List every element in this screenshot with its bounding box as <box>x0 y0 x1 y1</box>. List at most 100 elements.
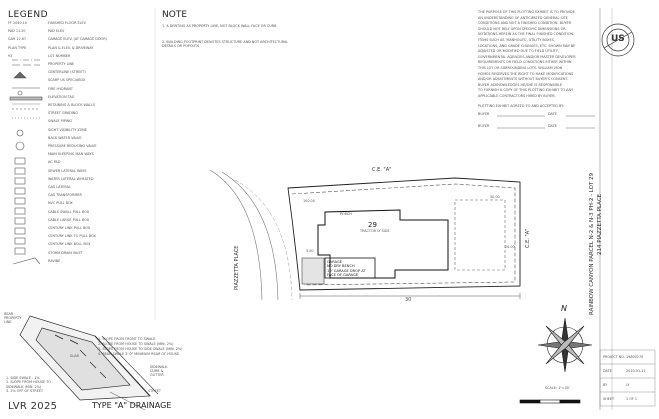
legend-desc: AC PAD <box>48 160 61 165</box>
dim-bottom: 30 <box>405 297 412 303</box>
legend-desc: NVC PULL BOX <box>48 201 73 206</box>
dim-b: 50.00 <box>490 195 500 199</box>
legend-desc: SCARP US SPEC/ABOX <box>48 78 86 83</box>
drain-note-4: 4. REAR SWALE 3' 0" MINIMUM REAR OF HOUS… <box>98 352 180 356</box>
date-label-2: DATE <box>548 124 557 128</box>
disclaimer-line: AN UNDERSTANDING OF ANTICIPATED GENERAL … <box>478 15 568 20</box>
dim-c: 20.00 <box>505 245 515 249</box>
easement-right: C.E. "A" <box>525 228 531 248</box>
legend-desc: BACK WATER VALVE <box>48 135 82 140</box>
drain-note-1: 1. SLOPE FROM FRONT TO SWALE <box>98 337 156 341</box>
legend-symbol: GAR 12.67 <box>8 37 27 42</box>
legend-desc: SEWER LATERAL WAYS <box>48 168 87 173</box>
tb-sheet-label: SHEET <box>603 397 615 401</box>
drain-slab-label: SLAB <box>70 354 79 358</box>
legend-desc: GAS TRANSFORMER <box>48 193 82 198</box>
legend-desc: SIGHT VISIBILITY ZONE <box>48 127 88 132</box>
drain-note-3: 3. SLOPE FROM HOUSE TO SIDE SWALE (MIN. … <box>98 347 183 351</box>
drain-note-2: 2. SLOPE FROM HOUSE TO SWALE (MIN. 2%) <box>98 342 174 346</box>
signature-heading: PLOTTING EXHIBIT AGREED TO AND ACCEPTED … <box>478 104 564 108</box>
drainage-detail <box>19 315 159 411</box>
legend-desc: CENTURY LINK BOLL BOX <box>48 242 91 247</box>
legend-desc: MAIN SLEEPING MAN WAYS <box>48 152 94 157</box>
legend-desc: GAS LATERAL <box>48 185 71 189</box>
buyer-label-2: BUYER <box>478 124 490 128</box>
drainage-title: TYPE "A" DRAINAGE <box>92 401 172 410</box>
legend-desc: GARAGE ELEV. (AT GARAGE DOOR) <box>48 37 107 42</box>
site-plan <box>209 169 521 301</box>
disclaimer-line: REQUIREMENTS OR FIELD CONDITIONS EITHER … <box>478 60 572 65</box>
scale-label: SCALE: 1"=30' <box>545 386 570 390</box>
disclaimer-line: BUYER ACKNOWLEDGES HE/SHE IS RESPONSIBLE <box>478 82 562 87</box>
note-item-2: 2. BUILDING FOOTPRINT DENOTES STRUCTURE … <box>162 40 289 49</box>
legend-symbol: PAD 11.20 <box>8 29 26 34</box>
disclaimer-line: AND/OR ADJUSTMENTS WITHOUT BUYER'S CONSE… <box>478 77 569 82</box>
legend-desc: CABLE LARGE PULL BOX <box>48 217 90 222</box>
legend-symbol: 93 <box>8 53 13 58</box>
legend-symbols <box>9 59 43 265</box>
legend-desc: RAVINE <box>48 258 61 263</box>
drain-street-label: STREET <box>148 389 161 393</box>
lot-subtitle: TRACTOR LY SIDE <box>360 229 390 233</box>
disclaimer-line: HOMES RESERVES THE RIGHT TO MAKE MODIFIC… <box>478 71 574 76</box>
tb-project-value: 19800270 <box>626 355 644 359</box>
tb-date-value: 2020-01-11 <box>626 369 646 373</box>
dim-d: 5.00 <box>306 249 314 253</box>
scale-bar <box>519 399 581 404</box>
legend-desc: PLAN & ELEV. & DRIVEWAY <box>48 45 94 50</box>
project-address: 214 PIAZZETTA PLACE <box>597 193 603 255</box>
tb-date-label: DATE <box>603 369 612 373</box>
legend-desc: STREET GRADING <box>48 111 78 116</box>
legend-desc: FINISHED FLOOR ELEV <box>48 21 87 25</box>
drain-bottom-notes: 1. SIDE SWALE - 1%2. SLOPE FROM HOUSE TO… <box>6 376 51 393</box>
legend-desc: CABLE SWALL PULL BOX <box>48 209 90 214</box>
tb-by-label: BY <box>603 383 608 387</box>
disclaimer-line: SHOULD NOT RELY UPON SPECIFIC DIMENSIONS… <box>478 26 566 31</box>
note-item-1: 1. A DENTING AS PROPERTY LINE, NOT BLOCK… <box>162 24 277 28</box>
easement-top: C.E. "A" <box>372 167 392 173</box>
legend-desc: RETAINING & BLOCK WALLS <box>48 103 95 107</box>
date-label: DATE <box>548 112 557 116</box>
legend-title: LEGEND <box>8 10 49 20</box>
legend-desc: CENTERLINE (STREET) <box>48 70 86 75</box>
legend-symbol: FF 2040.10 <box>8 21 27 25</box>
legend-desc: PRESSURE REDUCING VALVE <box>48 144 97 148</box>
legend-desc: ELEVATION TAG <box>48 94 75 99</box>
tb-project-label: PROJECT NO. <box>603 355 625 359</box>
note-title: NOTE <box>162 10 188 20</box>
disclaimer-line: CONDITIONS AND NOT A FINISHED CONDITION.… <box>478 21 571 26</box>
garage-label: GARAGE NO DRY BENCH 10' GARAGE DROP AT F… <box>327 260 366 277</box>
legend-desc: CENTURY LINK TO PULL BOX <box>48 234 96 239</box>
disclaimer-line: APPLICABLE CONTRACTORS HIRED BY BUYER. <box>478 94 556 98</box>
legend-desc: PAD ELEV <box>48 29 65 34</box>
watermark: LVR 2025 <box>8 401 58 412</box>
disclaimer-line: ADJUSTED OR MODIFIED DUE TO FIELD UTILIT… <box>478 49 560 54</box>
north-label: N <box>561 304 567 313</box>
disclaimer-line: NOTATIONS HEREIN AS THE FINAL FINISHED C… <box>478 32 575 37</box>
legend-desc: FIRE HYDRANT <box>48 86 73 91</box>
legend-desc: CENTURY LINK PULL BOX <box>48 226 91 230</box>
legend-desc: WATER LATERAL WHEATED <box>48 176 94 181</box>
project-name: RAINBOW CANYON PARCEL N-2 & N-3 PH-2 - L… <box>589 172 595 315</box>
legend-desc: LOT NUMBER <box>48 53 71 58</box>
lot-number: 29 <box>368 221 377 229</box>
dim-a: 100.00 <box>303 199 315 203</box>
disclaimer-line: THE PURPOSE OF THIS PLOTTING EXHIBIT IS … <box>478 10 575 14</box>
legend-desc: SWALE PIPING <box>48 119 73 124</box>
legend-desc: PROPERTY LINE <box>48 62 75 66</box>
porch-label: PORCH <box>340 212 352 216</box>
legend-desc: STORM DRAIN INLET <box>48 250 83 255</box>
disclaimer-line: THIS LOT OR SURROUNDING LOTS. WILLIAM LY… <box>478 66 563 70</box>
disclaimer-line: GOVERNMENTAL AGENCIES AND/OR MASTER DEVE… <box>478 54 576 59</box>
tb-sheet-value: 1 OF 1 <box>626 397 638 401</box>
company-logo <box>601 23 635 57</box>
north-arrow <box>537 317 593 373</box>
legend-symbol: PLAN TYPE <box>8 45 27 50</box>
logo-text: US <box>611 34 625 44</box>
disclaimer-line: LOCATIONS, AND GRADE CHANGES, ETC. SHOWN… <box>478 43 576 48</box>
disclaimer-line: ITEMS SUCH AS 'MANHOLES', UTILITY BOXES, <box>478 38 555 42</box>
tb-by-value: LY <box>626 383 630 387</box>
